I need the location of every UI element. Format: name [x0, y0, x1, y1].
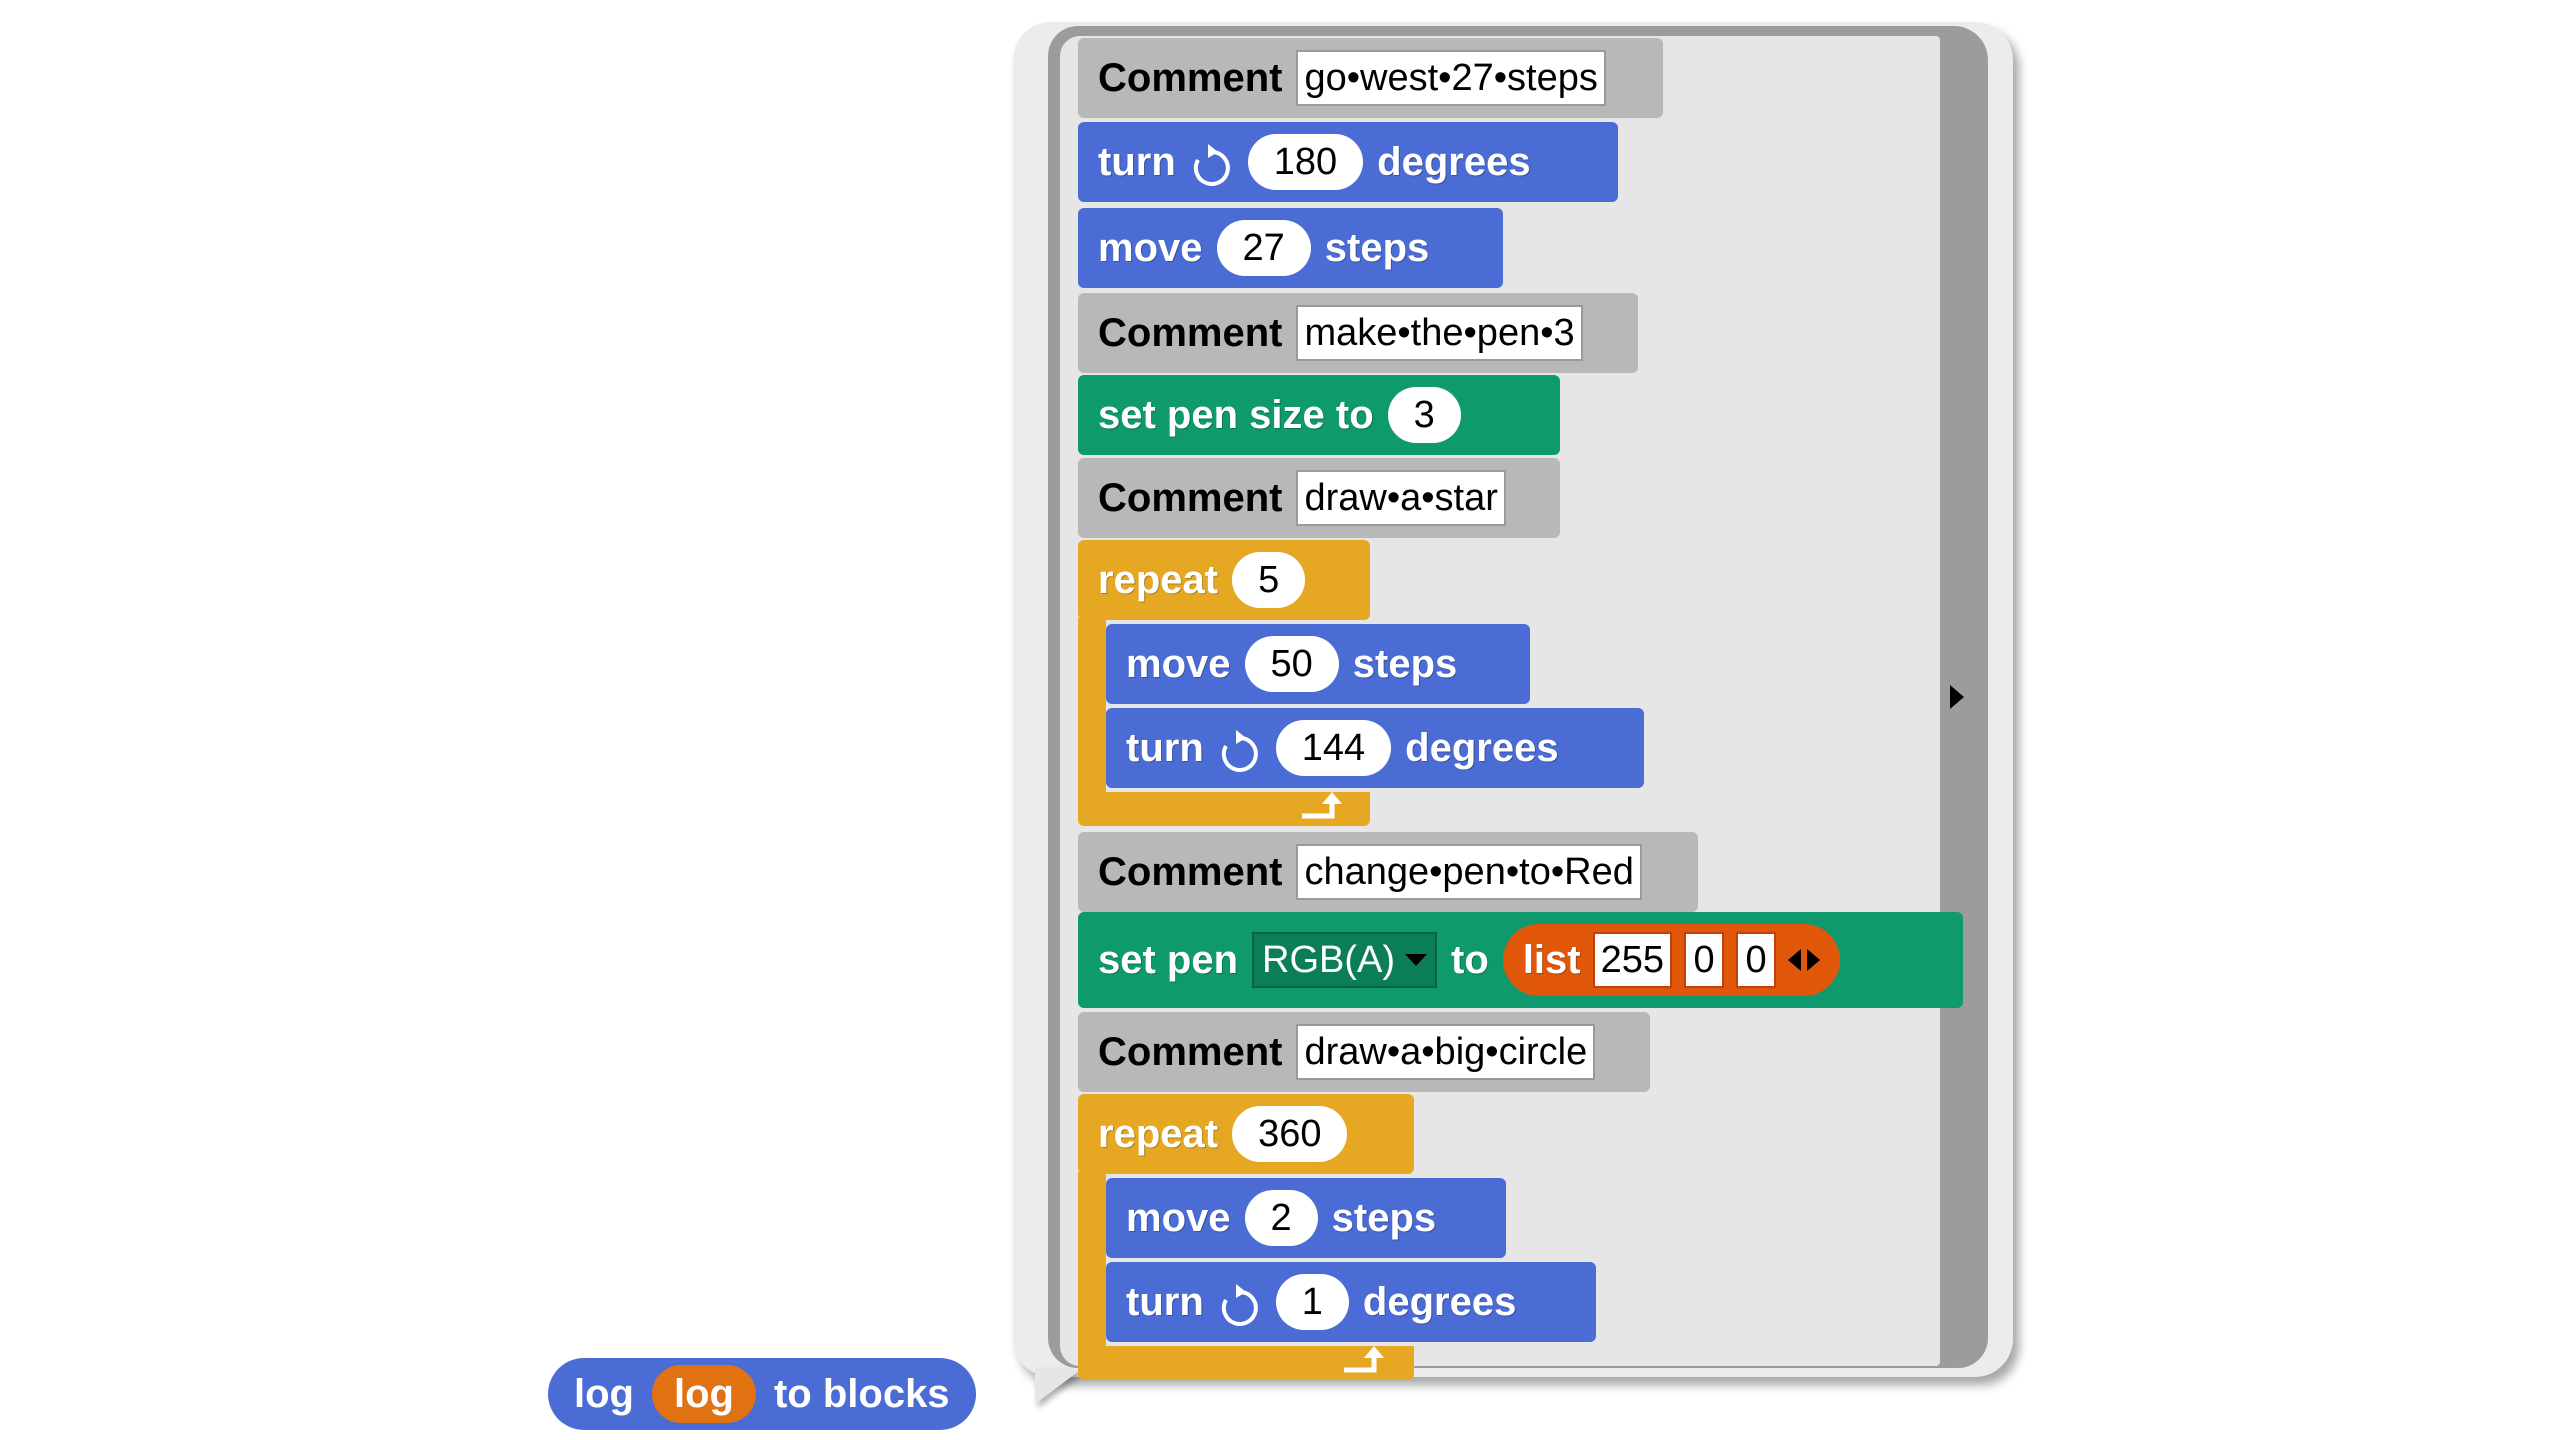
- comment-label: Comment: [1098, 849, 1283, 894]
- rotate-clockwise-icon: [1193, 144, 1230, 186]
- repeat-block[interactable]: repeat 5: [1078, 540, 1370, 620]
- dropdown-value: RGB(A): [1262, 938, 1396, 981]
- arrow-right-icon[interactable]: [1807, 949, 1821, 971]
- repeat-c-arm: [1078, 1172, 1106, 1362]
- comment-text[interactable]: go•west•27•steps: [1296, 50, 1606, 106]
- repeat-bottom-arm: [1078, 1346, 1414, 1380]
- list-arity-arrows[interactable]: [1788, 949, 1821, 971]
- set-pen-size-block[interactable]: set pen size to 3: [1078, 375, 1560, 455]
- repeat-bottom-arm: [1078, 792, 1370, 826]
- turn-block[interactable]: turn 1 degrees: [1106, 1262, 1596, 1342]
- repeat-count-input[interactable]: 5: [1232, 552, 1306, 608]
- comment-label: Comment: [1098, 1029, 1283, 1074]
- comment-label: Comment: [1098, 55, 1283, 100]
- loop-arrow-icon: [1302, 792, 1342, 819]
- turn-block[interactable]: turn 180 degrees: [1078, 122, 1618, 202]
- comment-block[interactable]: Comment go•west•27•steps: [1078, 38, 1663, 118]
- repeat-label: repeat: [1098, 557, 1219, 602]
- list-item-input[interactable]: 0: [1684, 932, 1725, 988]
- turn-suffix: degrees: [1405, 725, 1559, 770]
- comment-text[interactable]: draw•a•big•circle: [1296, 1024, 1596, 1080]
- loop-arrow-icon: [1344, 1346, 1384, 1373]
- move-suffix: steps: [1331, 1195, 1437, 1240]
- turn-degrees-input[interactable]: 144: [1275, 720, 1392, 776]
- comment-block[interactable]: Comment change•pen•to•Red: [1078, 832, 1698, 912]
- comment-block[interactable]: Comment draw•a•big•circle: [1078, 1012, 1650, 1092]
- log-variable-reporter[interactable]: log: [651, 1365, 756, 1423]
- list-item-input[interactable]: 0: [1736, 932, 1777, 988]
- move-label: move: [1126, 1195, 1231, 1240]
- comment-text[interactable]: make•the•pen•3: [1296, 305, 1583, 361]
- set-pen-size-label: set pen size to: [1098, 392, 1374, 437]
- comment-block[interactable]: Comment make•the•pen•3: [1078, 293, 1638, 373]
- scroll-right-arrow-icon[interactable]: [1950, 685, 1964, 709]
- move-block[interactable]: move 27 steps: [1078, 208, 1503, 288]
- move-block[interactable]: move 2 steps: [1106, 1178, 1506, 1258]
- move-label: move: [1126, 641, 1231, 686]
- move-steps-input[interactable]: 2: [1244, 1190, 1318, 1246]
- move-suffix: steps: [1324, 225, 1430, 270]
- move-block[interactable]: move 50 steps: [1106, 624, 1530, 704]
- turn-suffix: degrees: [1362, 1279, 1517, 1324]
- pen-size-input[interactable]: 3: [1387, 387, 1461, 443]
- list-label: list: [1522, 937, 1581, 982]
- turn-suffix: degrees: [1377, 139, 1531, 184]
- repeat-block[interactable]: repeat 360: [1078, 1094, 1414, 1174]
- repeat-count-input[interactable]: 360: [1232, 1106, 1348, 1162]
- set-pen-color-block[interactable]: set pen RGB(A) to list 255 0 0: [1078, 912, 1963, 1008]
- list-item-input[interactable]: 255: [1592, 932, 1673, 988]
- turn-block[interactable]: turn 144 degrees: [1106, 708, 1644, 788]
- comment-text[interactable]: draw•a•star: [1296, 470, 1506, 526]
- move-label: move: [1098, 225, 1203, 270]
- comment-text[interactable]: change•pen•to•Red: [1296, 844, 1642, 900]
- repeat-c-arm: [1078, 618, 1106, 808]
- move-steps-input[interactable]: 27: [1216, 220, 1311, 276]
- move-steps-input[interactable]: 50: [1244, 636, 1339, 692]
- move-suffix: steps: [1352, 641, 1458, 686]
- pen-attribute-dropdown[interactable]: RGB(A): [1252, 932, 1438, 988]
- turn-label: turn: [1126, 725, 1204, 770]
- rotate-clockwise-icon: [1221, 1284, 1258, 1326]
- comment-label: Comment: [1098, 310, 1283, 355]
- arrow-left-icon[interactable]: [1788, 949, 1802, 971]
- turn-degrees-input[interactable]: 1: [1275, 1274, 1349, 1330]
- list-reporter[interactable]: list 255 0 0: [1502, 924, 1841, 996]
- turn-label: turn: [1126, 1279, 1204, 1324]
- log-label: log: [574, 1371, 634, 1416]
- repeat-label: repeat: [1098, 1111, 1219, 1156]
- set-pen-to-label: to: [1451, 937, 1489, 982]
- to-blocks-label: to blocks: [773, 1371, 950, 1416]
- set-pen-label: set pen: [1098, 937, 1239, 982]
- turn-degrees-input[interactable]: 180: [1247, 134, 1364, 190]
- comment-block[interactable]: Comment draw•a•star: [1078, 458, 1560, 538]
- dropdown-arrow-icon: [1405, 954, 1428, 966]
- turn-label: turn: [1098, 139, 1176, 184]
- comment-label: Comment: [1098, 475, 1283, 520]
- rotate-clockwise-icon: [1221, 730, 1258, 772]
- speech-bubble-tail: [1035, 1368, 1083, 1404]
- log-to-blocks-block[interactable]: log log to blocks: [548, 1358, 976, 1430]
